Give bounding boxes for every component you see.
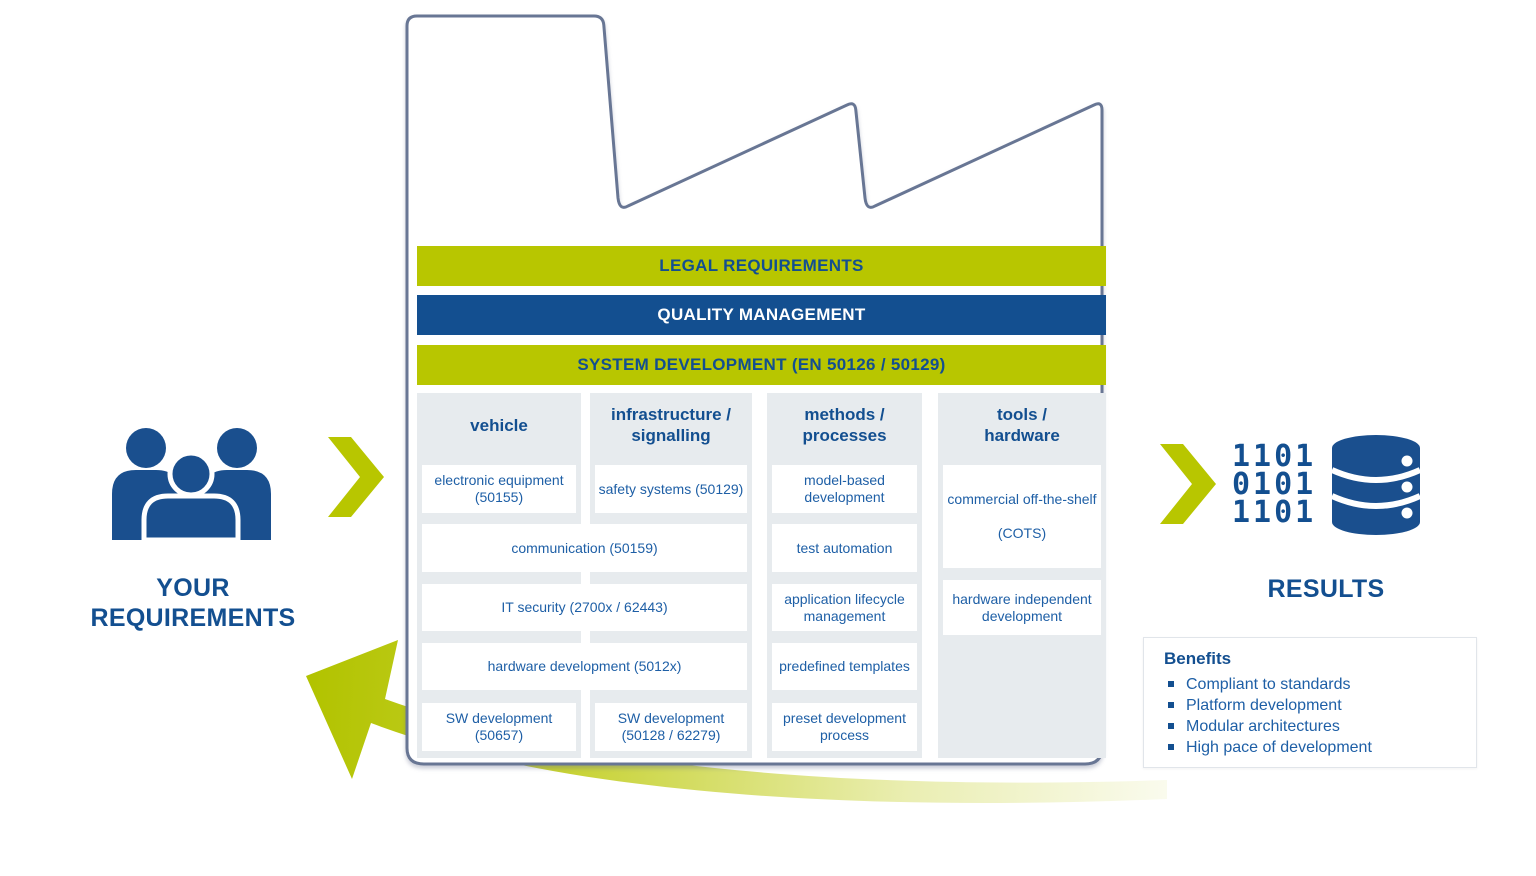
column-header-vehicle: vehicle <box>417 393 581 457</box>
column-tools-hardware: tools / hardware <box>938 393 1106 758</box>
results-label: RESULTS <box>1267 575 1385 603</box>
binary-line: 0101 <box>1232 467 1317 502</box>
box-it-security: IT security (2700x / 62443) <box>422 584 747 631</box>
box-electronic-equipment: electronic equipment (50155) <box>422 465 576 513</box>
binary-line: 1101 <box>1232 439 1317 474</box>
binary-line: 1101 <box>1232 495 1317 530</box>
box-hardware-development: hardware development (5012x) <box>422 643 747 690</box>
column-infrastructure-signalling: infrastructure / signalling <box>590 393 752 758</box>
column-header-line: vehicle <box>470 415 528 435</box>
benefits-list: Compliant to standards Platform developm… <box>1144 674 1476 758</box>
your-requirements-label: YOUR REQUIREMENTS <box>90 574 296 632</box>
column-methods-processes: methods / processes <box>767 393 922 758</box>
column-vehicle: vehicle <box>417 393 581 758</box>
box-predefined-templates: predefined templates <box>772 643 917 690</box>
box-hardware-independent: hardware independent development <box>943 580 1101 635</box>
chevron-right-icon <box>328 437 384 517</box>
column-header-line: methods / <box>804 405 885 424</box>
box-safety-systems: safety systems (50129) <box>595 465 747 513</box>
factory-content: LEGAL REQUIREMENTS QUALITY MANAGEMENT SY… <box>417 246 1106 758</box>
box-cots-line2: (COTS) <box>997 525 1047 541</box>
benefits-item: Compliant to standards <box>1164 674 1476 695</box>
database-icon <box>1330 435 1422 535</box>
banner-quality-management: QUALITY MANAGEMENT <box>417 295 1106 335</box>
box-model-based-development: model-based development <box>772 465 917 513</box>
banner-legal-requirements: LEGAL REQUIREMENTS <box>417 246 1106 286</box>
box-preset-development-process: preset development process <box>772 703 917 751</box>
box-communication: communication (50159) <box>422 524 747 572</box>
box-application-lifecycle: application lifecycle management <box>772 584 917 631</box>
box-cots: commercial off-the-shelf (COTS) <box>943 465 1101 568</box>
banner-system-development: SYSTEM DEVELOPMENT (EN 50126 / 50129) <box>417 345 1106 385</box>
people-icon <box>112 428 271 540</box>
column-header-methods: methods / processes <box>767 393 922 457</box>
benefits-item: Modular architectures <box>1164 716 1476 737</box>
chevron-right-icon <box>1160 444 1216 524</box>
benefits-title: Benefits <box>1164 649 1232 668</box>
box-test-automation: test automation <box>772 524 917 572</box>
column-header-line: signalling <box>631 426 711 445</box>
benefits-item: High pace of development <box>1164 737 1476 758</box>
box-cots-line1: commercial off-the-shelf <box>947 491 1097 507</box>
benefits-box: Benefits Compliant to standards Platform… <box>1143 637 1477 768</box>
benefits-item: Platform development <box>1164 695 1476 716</box>
column-header-line: infrastructure / <box>611 405 731 424</box>
column-header-line: tools / <box>996 405 1048 424</box>
column-header-tools: tools / hardware <box>938 393 1106 457</box>
column-header-line: hardware <box>984 426 1060 445</box>
column-header-line: processes <box>802 426 887 445</box>
column-header-infrastructure: infrastructure / signalling <box>590 393 752 457</box>
binary-digits-icon: 1101 0101 1101 <box>1232 439 1324 530</box>
box-sw-development-infra: SW development (50128 / 62279) <box>595 703 747 751</box>
box-sw-development-vehicle: SW development (50657) <box>422 703 576 751</box>
